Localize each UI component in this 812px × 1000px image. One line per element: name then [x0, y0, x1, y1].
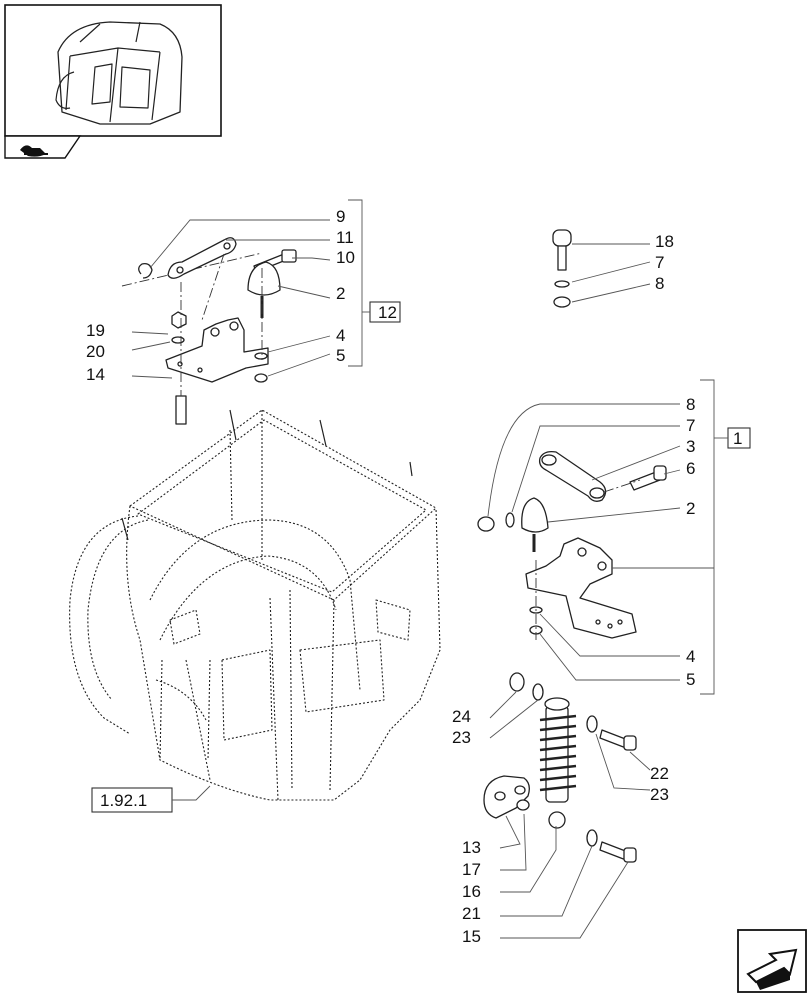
- label-20: 20: [86, 342, 105, 361]
- label-9: 9: [336, 207, 345, 226]
- upper-left-mount-group: [121, 237, 297, 425]
- label-16: 16: [462, 882, 481, 901]
- group-1-brackets: [700, 379, 751, 695]
- label-10: 10: [336, 248, 355, 267]
- label-2-right: 2: [686, 499, 695, 518]
- part-23-washer: [532, 683, 544, 701]
- label-8-upper-right: 8: [655, 274, 664, 293]
- category-icon: [20, 145, 48, 157]
- cab-frame: [69, 409, 441, 801]
- label-2-upper: 2: [336, 284, 345, 303]
- label-22: 22: [650, 764, 669, 783]
- label-24: 24: [452, 707, 471, 726]
- label-15: 15: [462, 927, 481, 946]
- part-13-bracket: [483, 775, 530, 819]
- part-17-bushing: [516, 799, 530, 811]
- next-page-arrow-icon: [746, 948, 798, 990]
- label-5-upper: 5: [336, 346, 345, 365]
- part-4-washer: [254, 352, 268, 360]
- ref-1-92-1: [91, 785, 211, 813]
- label-7-upper-right: 7: [655, 253, 664, 272]
- part-19-nut: [171, 311, 187, 329]
- thumbnail-panel[interactable]: [4, 4, 222, 159]
- leader-lines: [131, 219, 714, 939]
- label-5-right: 5: [686, 670, 695, 689]
- label-21: 21: [462, 904, 481, 923]
- label-14: 14: [86, 365, 105, 384]
- right-mount-group: [477, 450, 667, 640]
- part-8-nut: [553, 296, 571, 308]
- label-11: 11: [336, 228, 354, 247]
- part-7-washer-b: [505, 512, 515, 528]
- cab-thumbnail-icon: [55, 21, 183, 125]
- part-number-labels: 9 11 10 2 19 20 14 4 5 12 18 7 8 8 7 3 6…: [86, 207, 742, 946]
- label-3: 3: [686, 437, 695, 456]
- label-18: 18: [655, 232, 674, 251]
- label-17: 17: [462, 860, 481, 879]
- upper-right-bolt-stack: [552, 229, 572, 308]
- label-4-right: 4: [686, 647, 695, 666]
- part-2-rubber-mount-b: [521, 497, 549, 533]
- ref-label-1-92-1: 1.92.1: [100, 791, 147, 810]
- part-3-link: [538, 450, 607, 502]
- next-page-button[interactable]: [737, 929, 807, 993]
- label-4-upper: 4: [336, 326, 345, 345]
- part-11-link: [167, 237, 237, 279]
- bracket-12: [165, 317, 269, 383]
- part-7-washer: [554, 280, 570, 288]
- part-18-bolt: [552, 229, 572, 247]
- bracket-1: [525, 537, 637, 639]
- part-21-washer: [586, 829, 598, 847]
- part-23-washer-b: [586, 715, 598, 733]
- part-9-clip: [138, 262, 153, 279]
- part-20-washer: [171, 336, 185, 344]
- part-24-bushing: [509, 672, 525, 692]
- ref-label-12: 12: [378, 303, 397, 322]
- label-19: 19: [86, 321, 105, 340]
- label-6: 6: [686, 459, 695, 478]
- label-23-right: 23: [650, 785, 669, 804]
- label-8-right: 8: [686, 395, 695, 414]
- part-2-rubber-mount: [247, 261, 281, 296]
- group-12-brackets: [348, 199, 401, 367]
- part-8-nut-b: [477, 516, 495, 532]
- part-14-stud: [175, 395, 187, 425]
- label-7-right: 7: [686, 416, 695, 435]
- part-5-nut: [254, 373, 268, 383]
- ref-label-1: 1: [733, 429, 742, 448]
- label-23-left: 23: [452, 728, 471, 747]
- label-13: 13: [462, 838, 481, 857]
